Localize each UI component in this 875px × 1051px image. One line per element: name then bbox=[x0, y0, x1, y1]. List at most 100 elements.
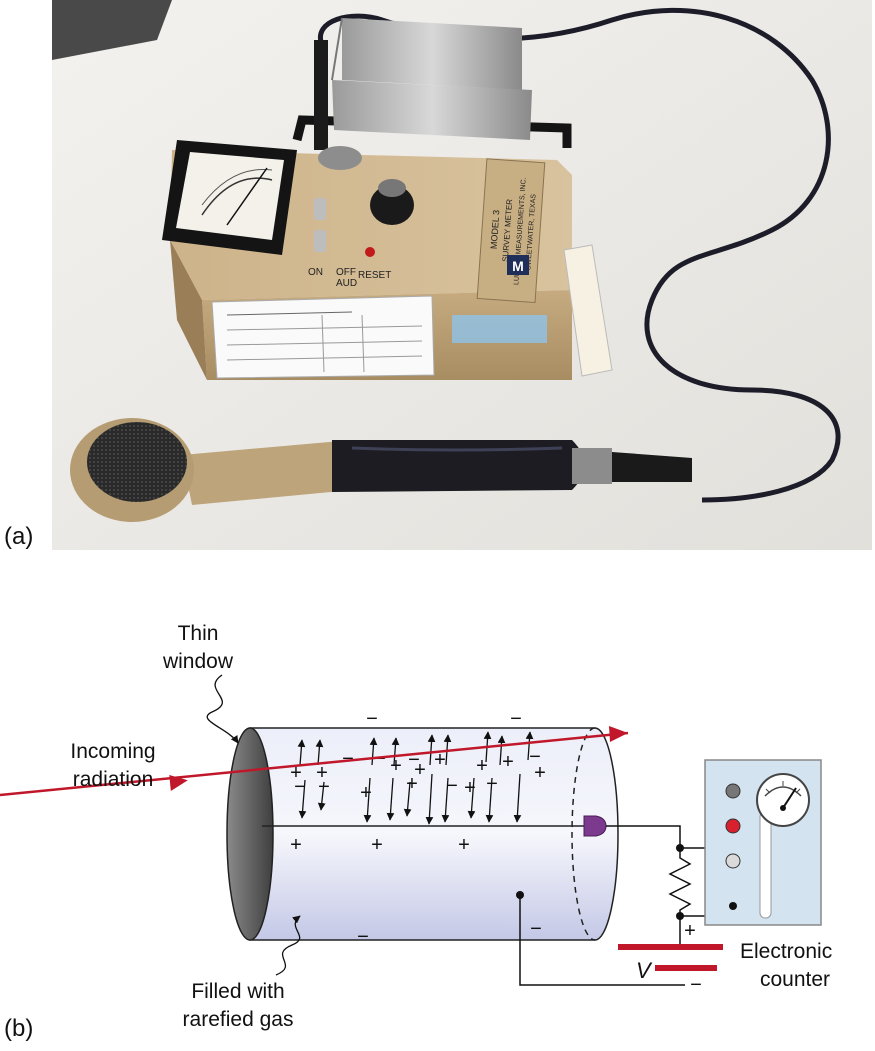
ion-down-arrow bbox=[386, 777, 395, 821]
calibration-sticker bbox=[211, 295, 435, 379]
meter-dial bbox=[162, 140, 297, 255]
on-marking: ON bbox=[308, 267, 323, 278]
ion-plus-sign: + bbox=[502, 751, 514, 773]
off-marking: OFF bbox=[336, 267, 356, 278]
dark-corner bbox=[52, 0, 172, 60]
ion-down-arrow bbox=[441, 777, 450, 823]
maker-logo-letter: M bbox=[512, 258, 524, 274]
tube-body bbox=[249, 727, 619, 941]
type-marking: SURVEY METER bbox=[501, 199, 514, 263]
ion-minus-sign: − bbox=[294, 776, 306, 798]
radiation-ray bbox=[0, 731, 629, 797]
blue-tape bbox=[452, 315, 547, 343]
leader-rarefied-gas bbox=[275, 915, 301, 976]
tube-far-end bbox=[571, 727, 596, 941]
panel-label-b: (b) bbox=[4, 1015, 34, 1042]
ion-plus-sign: + bbox=[476, 755, 488, 777]
ion-plus-sign: + bbox=[534, 762, 546, 784]
ion-down-arrow bbox=[485, 777, 494, 823]
indicator-light-grey bbox=[725, 783, 741, 799]
ion-minus-sign: − bbox=[408, 749, 420, 771]
label-window: window bbox=[162, 650, 234, 673]
ion-up-arrow bbox=[297, 739, 306, 766]
reset-marking: RESET bbox=[358, 270, 391, 281]
ion-down-arrow bbox=[317, 781, 326, 811]
charge-minus-top-2: − bbox=[510, 708, 522, 730]
ion-minus-sign: − bbox=[318, 776, 330, 798]
label-thin: Thin bbox=[178, 622, 219, 645]
toggle-switch-upper bbox=[314, 198, 326, 220]
label-counter: counter bbox=[760, 968, 830, 991]
indicator-dot bbox=[729, 902, 737, 910]
ion-plus-sign: + bbox=[464, 777, 476, 799]
charge-minus-bottom-2: − bbox=[530, 918, 542, 940]
indicator-light-white bbox=[725, 853, 741, 869]
ion-minus-sign: − bbox=[446, 775, 458, 797]
voltage-label: V bbox=[636, 958, 653, 983]
battery-plate-long bbox=[618, 944, 723, 950]
range-knob bbox=[370, 185, 414, 225]
ion-down-arrow bbox=[298, 779, 307, 819]
ion-plus-sign: + bbox=[316, 762, 328, 784]
battery-minus: − bbox=[690, 974, 702, 996]
ion-plus-sign: + bbox=[390, 755, 402, 777]
circuit-wiring bbox=[519, 825, 705, 986]
aud-marking: AUD bbox=[336, 278, 357, 289]
ion-minus-sign: − bbox=[374, 748, 386, 770]
top-connector bbox=[314, 40, 328, 150]
leader-thin-window bbox=[206, 674, 239, 744]
radiation-arrowhead bbox=[169, 775, 188, 791]
charge-minus-bottom-1: − bbox=[357, 926, 369, 948]
charge-minus-top-1: − bbox=[366, 708, 378, 730]
analog-meter-icon bbox=[756, 773, 810, 827]
ion-minus-sign: − bbox=[529, 746, 541, 768]
ion-plus-sign: + bbox=[406, 773, 418, 795]
tube-wall-contact bbox=[516, 891, 524, 899]
junction-dot-bottom bbox=[676, 912, 684, 920]
ion-down-arrow bbox=[513, 773, 522, 823]
ion-up-arrow bbox=[391, 737, 400, 766]
ion-down-arrow bbox=[363, 777, 372, 823]
radiation-end-arrowhead bbox=[609, 726, 628, 742]
ion-up-arrow bbox=[369, 737, 378, 766]
charge-plus-wire-2: + bbox=[371, 834, 383, 856]
model-marking: MODEL 3 bbox=[489, 210, 502, 250]
ion-minus-sign: − bbox=[342, 748, 354, 770]
battery-plus: + bbox=[684, 920, 696, 942]
electronic-counter-panel bbox=[704, 759, 822, 926]
label-radiation: radiation bbox=[73, 768, 154, 791]
ion-minus-sign: − bbox=[486, 773, 498, 795]
probe-holder bbox=[331, 17, 532, 140]
counter-slot bbox=[759, 811, 772, 919]
charge-plus-wire-3: + bbox=[458, 834, 470, 856]
pancake-probe bbox=[70, 418, 692, 522]
ion-up-arrow bbox=[315, 739, 324, 766]
ion-plus-sign: + bbox=[290, 762, 302, 784]
charge-plus-wire-1: + bbox=[290, 834, 302, 856]
toggle-switch-lower bbox=[314, 230, 326, 252]
reset-button bbox=[365, 247, 375, 257]
wire-electrode bbox=[583, 815, 607, 837]
geiger-counter-photo: ON OFF AUD RESET MODEL 3 SURVEY METER LU… bbox=[52, 0, 872, 550]
ion-up-arrow bbox=[525, 731, 534, 761]
indicator-light-red bbox=[725, 818, 741, 834]
ion-down-arrow bbox=[425, 773, 434, 825]
thin-window-shape bbox=[226, 727, 274, 941]
ion-up-arrow bbox=[497, 735, 506, 766]
maker-logo bbox=[507, 255, 529, 275]
ion-up-arrow bbox=[427, 734, 436, 766]
ion-pairs: +++++++++++−−−−−−−− bbox=[290, 731, 546, 825]
ion-down-arrow bbox=[467, 777, 476, 819]
label-filled-with: Filled with bbox=[191, 980, 284, 1003]
ion-plus-sign: + bbox=[434, 749, 446, 771]
label-electronic: Electronic bbox=[740, 940, 832, 963]
ion-plus-sign: + bbox=[360, 782, 372, 804]
nameplate: MODEL 3 SURVEY METER LUDLUM MEASUREMENTS… bbox=[476, 158, 546, 304]
geiger-tube-diagram: +++++++++++−−−−−−−− − − + + + − − + − V bbox=[0, 622, 832, 1031]
panel-label-a: (a) bbox=[4, 523, 34, 550]
hanging-tag bbox=[563, 244, 613, 377]
ion-plus-sign: + bbox=[414, 759, 426, 781]
ion-down-arrow bbox=[403, 781, 412, 817]
cable-connector bbox=[318, 146, 362, 170]
label-incoming: Incoming bbox=[70, 740, 155, 763]
